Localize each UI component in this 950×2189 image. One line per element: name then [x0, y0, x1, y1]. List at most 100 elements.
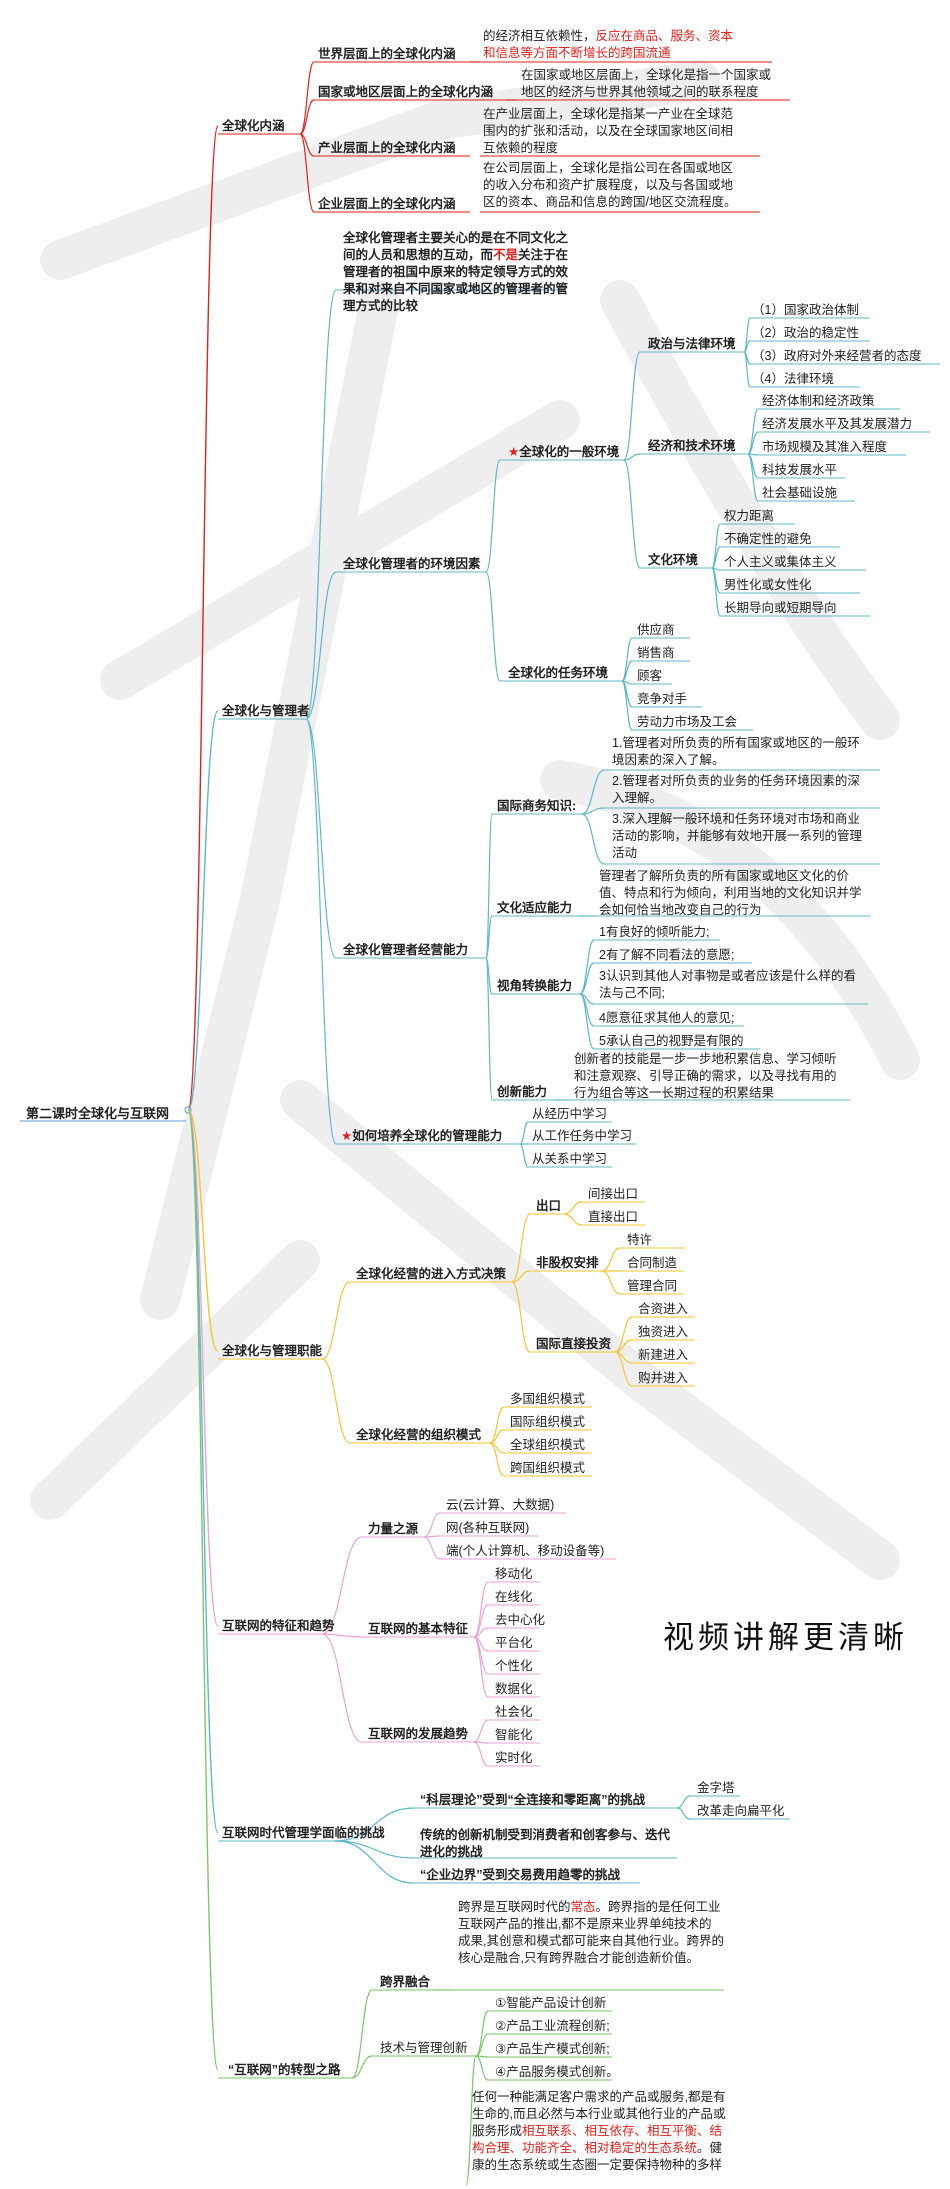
boundary-challenge[interactable]: “企业边界”受到交易费用趋零的挑战 — [420, 1868, 621, 1882]
connector — [614, 1351, 633, 1387]
connector — [351, 1989, 373, 2079]
world-level-desc: 的经济相互依赖性，反应在商品、服务、资本和信息等方面不断增长的跨国流通 — [483, 28, 755, 62]
connector — [676, 1795, 691, 1809]
power-source[interactable]: 力量之源 — [368, 1522, 419, 1536]
org-item-4: 跨国组织模式 — [510, 1461, 586, 1475]
connector — [485, 915, 493, 959]
topic-managers[interactable]: 全球化与管理者 — [222, 704, 310, 718]
connector — [623, 453, 641, 461]
connector — [473, 1636, 489, 1698]
culture-adapt[interactable]: 文化适应能力 — [497, 901, 573, 915]
connector — [581, 813, 605, 865]
tech-innovation[interactable]: 技术与管理创新 — [380, 2041, 468, 2055]
bureaucracy-challenge[interactable]: “科层理论”受到“全连接和零距离”的挑战 — [420, 1793, 646, 1807]
culture-adapt-desc: 管理者了解所负责的所有国家或地区文化的价值、特点和行为倾向，利用当地的文化知识并… — [599, 869, 862, 917]
innovation-desc: 创新者的技能是一步一步地积累信息、学习倾听和注意观察、引导正确的需求，以及寻找有… — [574, 1052, 837, 1100]
cultivate-item-1: 从经历中学习 — [532, 1107, 608, 1121]
ability[interactable]: 全球化管理者经营能力 — [343, 943, 469, 957]
connector — [305, 718, 337, 959]
connector — [305, 571, 337, 720]
connector — [579, 993, 595, 1050]
company-level-desc: 在公司层面上，全球化是指公司在各国或地区的收入分布和资产扩展程度，以及与各国或地… — [483, 161, 737, 209]
perspective[interactable]: 视角转换能力 — [497, 979, 573, 993]
fdi[interactable]: 国际直接投资 — [536, 1337, 612, 1351]
connector — [334, 1807, 415, 1842]
culture-env[interactable]: 文化环境 — [648, 553, 699, 567]
general-env[interactable]: ★全球化的一般环境 — [508, 444, 619, 460]
innovation-ability[interactable]: 创新能力 — [497, 1085, 548, 1099]
connector — [623, 459, 641, 569]
task-env[interactable]: 全球化的任务环境 — [508, 666, 609, 680]
culture-item-2: 不确定性的避免 — [724, 532, 812, 546]
cultivate-label: 如何培养全球化的管理能力 — [352, 1129, 503, 1143]
topic-internet[interactable]: 互联网的特征和趋势 — [222, 1619, 335, 1633]
eco-desc-a: 任何一种能满足客户需求的产品或服务,都是有生命的,而且必然与本行业或其他行业的产… — [472, 2090, 726, 2138]
connector — [187, 1109, 219, 1834]
crossover[interactable]: 跨界融合 — [380, 1975, 431, 1989]
connector — [473, 1719, 489, 1743]
company-level[interactable]: 企业层面上的全球化内涵 — [318, 197, 456, 211]
industry-level[interactable]: 产业层面上的全球化内涵 — [318, 141, 456, 155]
trend-item-2: 智能化 — [495, 1728, 533, 1742]
world-desc-a: 的经济相互依赖性， — [483, 29, 596, 43]
connector — [511, 1213, 531, 1283]
org-item-3: 全球组织模式 — [510, 1438, 586, 1452]
perspective-item-5: 5承认自己的视野是有限的 — [599, 1034, 744, 1048]
task-item-1: 供应商 — [637, 623, 675, 637]
industry-level-desc: 在产业层面上，全球化是指某一产业在全球范围内的扩张和活动，以及在全球国家地区间相… — [483, 107, 734, 155]
dev-trends[interactable]: 互联网的发展趋势 — [368, 1727, 469, 1741]
economic-item-3: 市场规模及其准入程度 — [762, 440, 888, 454]
org-item-2: 国际组织模式 — [510, 1415, 586, 1429]
connector — [305, 289, 337, 720]
world-level[interactable]: 世界层面上的全球化内涵 — [318, 47, 456, 61]
non-equity[interactable]: 非股权安排 — [536, 1256, 599, 1270]
connector — [519, 1143, 529, 1168]
connector — [711, 567, 721, 617]
export[interactable]: 出口 — [536, 1199, 562, 1213]
trend-item-3: 实时化 — [495, 1751, 533, 1765]
culture-item-4: 男性化或女性化 — [724, 578, 812, 592]
connector — [321, 1358, 351, 1444]
intl-knowledge[interactable]: 国际商务知识: — [497, 799, 577, 813]
intl-item-2: 2.管理者对所负责的业务的任务环境因素的深入理解。 — [612, 774, 860, 805]
political-env[interactable]: 政治与法律环境 — [648, 337, 736, 351]
connector — [581, 769, 605, 815]
org-mode[interactable]: 全球化经营的组织模式 — [356, 1428, 482, 1442]
entry-decision[interactable]: 全球化经营的进入方式决策 — [356, 1267, 507, 1281]
cultivate[interactable]: ★如何培养全球化的管理能力 — [341, 1128, 502, 1144]
env-factors[interactable]: 全球化管理者的环境因素 — [343, 557, 481, 571]
tech-item-3: ③产品生产模式创新; — [495, 2042, 610, 2056]
connector — [187, 1109, 219, 1627]
root-topic[interactable]: 第二课时全球化与互联网 — [26, 1106, 170, 1121]
connector — [321, 1536, 363, 1635]
basic-features[interactable]: 互联网的基本特征 — [368, 1622, 469, 1636]
tech-item-1: ①智能产品设计创新 — [495, 1996, 607, 2010]
managers-focus-c: 关注于在管理者的祖国中原来的特定领导方式的效果和对来自不同国家或地区的管理者的管… — [343, 248, 569, 313]
innovation-challenge[interactable]: 传统的创新机制受到消费者和创客参与、迭代进化的挑战 — [420, 1828, 671, 1859]
connector — [711, 523, 721, 569]
political-item-2: （2）政治的稳定性 — [752, 326, 859, 340]
connector — [489, 1442, 505, 1477]
topic-globalization[interactable]: 全球化内涵 — [222, 119, 285, 133]
economic-env[interactable]: 经济和技术环境 — [648, 439, 736, 453]
world-desc-c: 和信息等方面不断增长的跨国流通 — [483, 46, 671, 60]
task-item-3: 顾客 — [637, 669, 663, 683]
feature-item-3: 去中心化 — [495, 1613, 546, 1627]
star-icon: ★ — [508, 445, 520, 459]
culture-item-3: 个人主义或集体主义 — [724, 555, 837, 569]
country-level[interactable]: 国家或地区层面上的全球化内涵 — [318, 85, 494, 99]
crossover-desc-a: 跨界是互联网时代的 — [458, 1900, 571, 1914]
nonequity-item-3: 管理合同 — [627, 1279, 678, 1293]
nonequity-item-2: 合同制造 — [627, 1256, 678, 1270]
topic-functions[interactable]: 全球化与管理职能 — [222, 1344, 323, 1358]
connector — [511, 1281, 531, 1353]
topic-transform[interactable]: “互联网”的转型之路 — [228, 2063, 341, 2077]
economic-item-2: 经济发展水平及其发展潜力 — [762, 417, 913, 431]
connector — [485, 957, 493, 1101]
fdi-item-4: 购并进入 — [638, 1371, 689, 1385]
power-item-2: 网(各种互联网) — [446, 1521, 530, 1535]
connector — [601, 1247, 621, 1272]
topic-challenges[interactable]: 互联网时代管理学面临的挑战 — [222, 1826, 385, 1840]
